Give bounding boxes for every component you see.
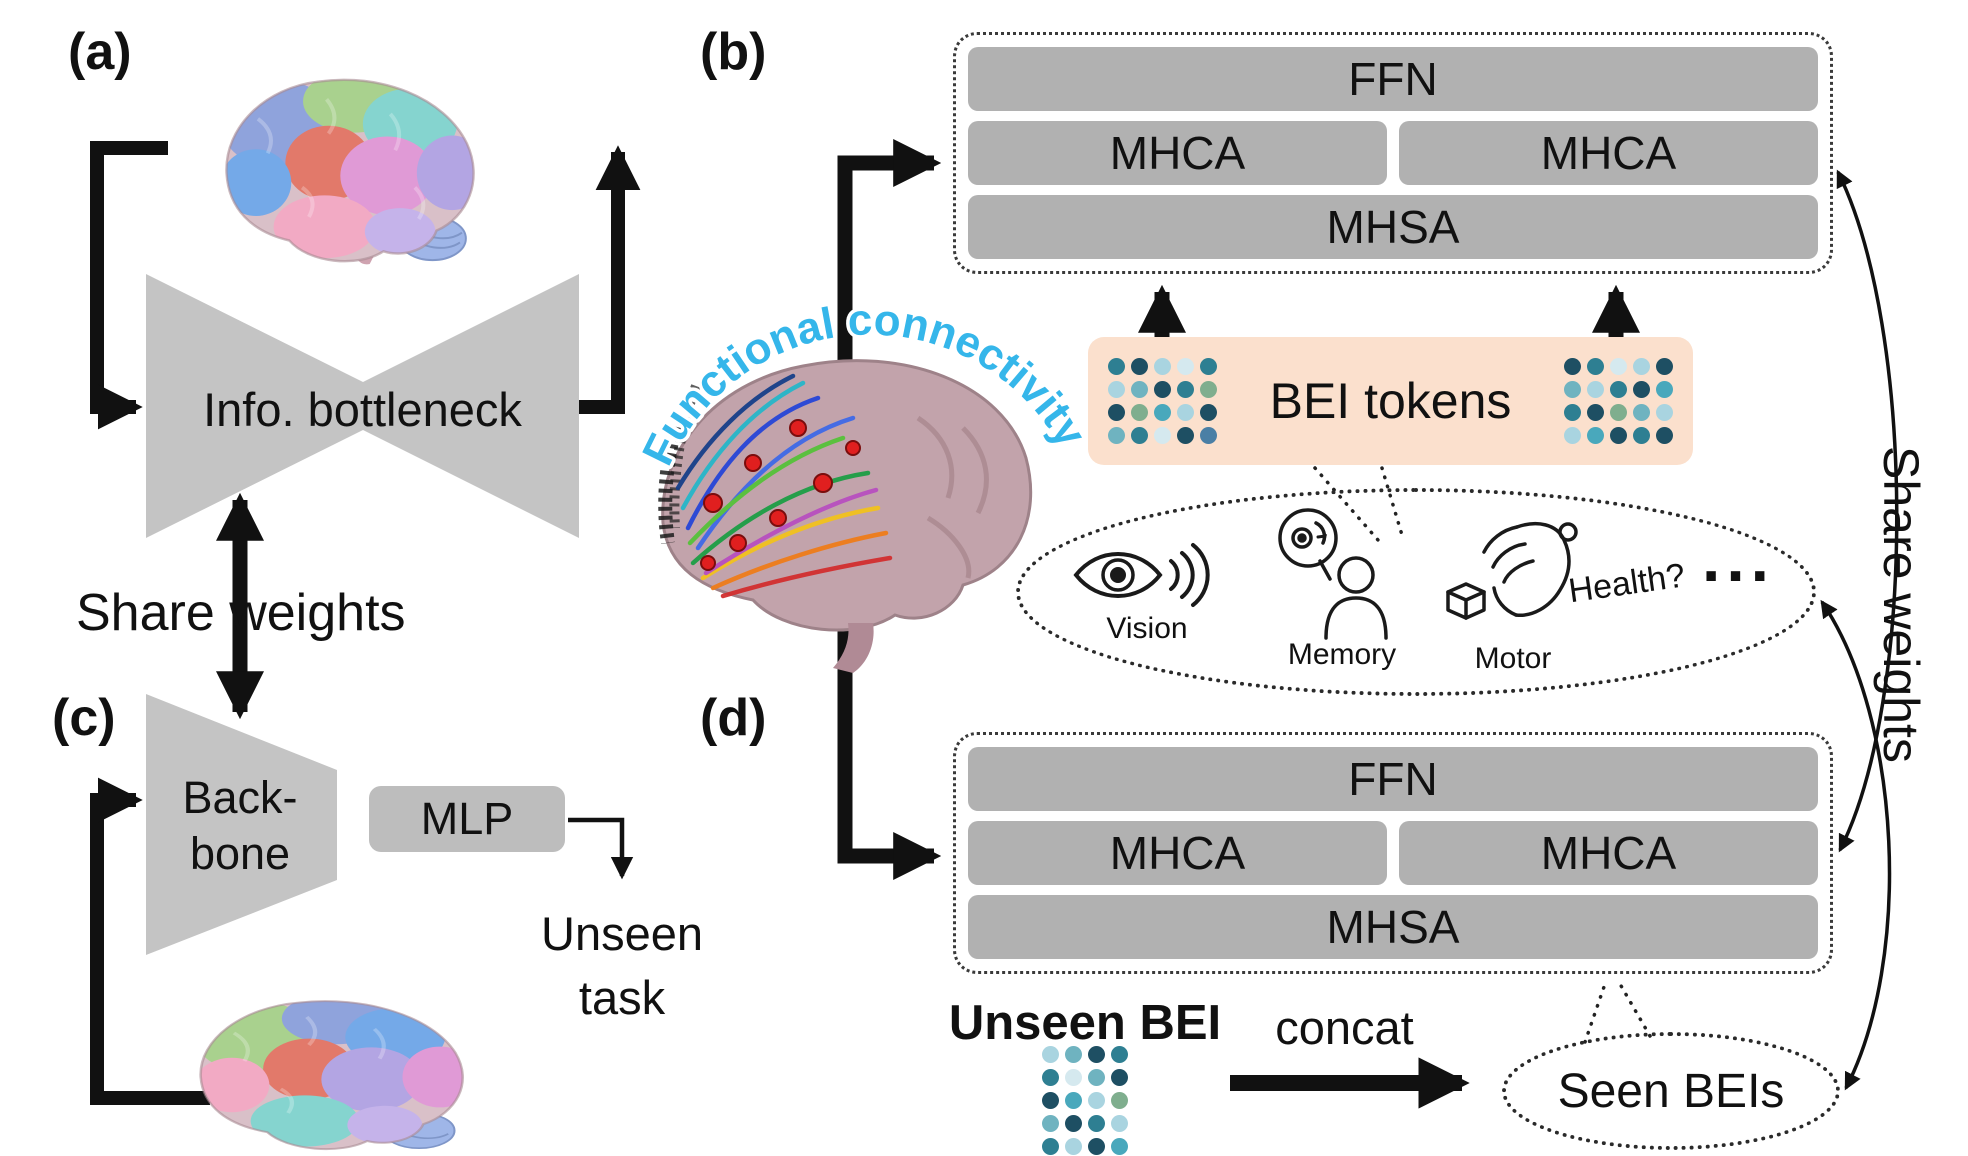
arc-share-weights-beis bbox=[1820, 599, 1892, 1091]
fiber-tracts bbox=[675, 373, 893, 599]
panel-d-label: (d) bbox=[700, 689, 767, 747]
bei-tokens-box: BEI tokens bbox=[1088, 337, 1693, 465]
mhsa-bar-b: MHSA bbox=[968, 195, 1818, 259]
info-bottleneck-shape bbox=[146, 274, 579, 538]
tasks-ellipse bbox=[1016, 488, 1816, 696]
panel-a-label: (a) bbox=[68, 23, 132, 81]
mhca-bar-b-right: MHCA bbox=[1399, 121, 1818, 185]
mlp-box: MLP bbox=[369, 786, 565, 852]
concat-label: concat bbox=[1275, 1001, 1414, 1054]
share-weights-right-label: Share weights bbox=[1873, 446, 1929, 763]
mhca-bar-b-left: MHCA bbox=[968, 121, 1387, 185]
mhsa-bar-d: MHSA bbox=[968, 895, 1818, 959]
sound-waves-icon bbox=[1169, 559, 1180, 591]
mhca-bar-d-left: MHCA bbox=[968, 821, 1387, 885]
info-bottleneck-label: Info. bottleneck bbox=[203, 383, 522, 436]
hand-motor-icon bbox=[1446, 522, 1578, 620]
bei-tokens-label: BEI tokens bbox=[1269, 373, 1512, 429]
parcellated-brain-a bbox=[225, 78, 475, 265]
arrow-brain-to-bottleneck bbox=[90, 141, 168, 430]
brainstem bbox=[833, 623, 874, 673]
panel-c-label: (c) bbox=[52, 689, 116, 747]
seen-beis-ellipse: Seen BEIs bbox=[1502, 1032, 1840, 1150]
transformer-block-d: FFN MHCA MHCA MHSA bbox=[953, 732, 1833, 974]
eye-icon bbox=[1073, 543, 1210, 607]
transformer-block-b: FFN MHCA MHCA MHSA bbox=[953, 32, 1833, 274]
brain-fringe bbox=[658, 415, 685, 545]
ffn-bar-d: FFN bbox=[968, 747, 1818, 811]
vision-label: Vision bbox=[1106, 612, 1188, 645]
memory-label: Memory bbox=[1287, 638, 1397, 671]
arc-share-weights-blocks bbox=[1836, 169, 1899, 853]
parcellated-brain-c bbox=[199, 1000, 464, 1151]
fiber-brain: Functional connectivity bbox=[630, 292, 1099, 673]
cube-icon bbox=[1446, 582, 1486, 620]
bei-token-grid-right bbox=[1564, 358, 1673, 444]
share-weights-left-label: Share weights bbox=[76, 584, 406, 642]
panel-b-label: (b) bbox=[700, 23, 767, 81]
ffn-bar-b: FFN bbox=[968, 47, 1818, 111]
unseen-task-label: Unseen task bbox=[541, 907, 703, 1024]
unseen-bei-grid bbox=[1042, 1046, 1128, 1155]
mhca-bar-d-right: MHCA bbox=[1399, 821, 1818, 885]
person-memory-icon bbox=[1278, 508, 1388, 640]
bei-token-grid-left bbox=[1108, 358, 1217, 444]
tasks-ellipsis: ... bbox=[1702, 521, 1776, 595]
backbone-label: Back- bone bbox=[182, 772, 298, 879]
arrow-bottleneck-to-brain bbox=[577, 145, 641, 414]
unseen-bei-label: Unseen BEI bbox=[948, 996, 1222, 1050]
thought-bubble-icon bbox=[1278, 508, 1338, 568]
arrow-mlp-to-unseen-task bbox=[568, 817, 634, 880]
arrow-brain-to-backbone bbox=[90, 777, 210, 1105]
seen-beis-bubble-tail bbox=[1583, 982, 1652, 1044]
motor-label: Motor bbox=[1474, 642, 1552, 675]
fiber-brain-body bbox=[661, 359, 1033, 632]
backbone-shape bbox=[146, 694, 337, 955]
connectivity-nodes bbox=[700, 419, 861, 571]
